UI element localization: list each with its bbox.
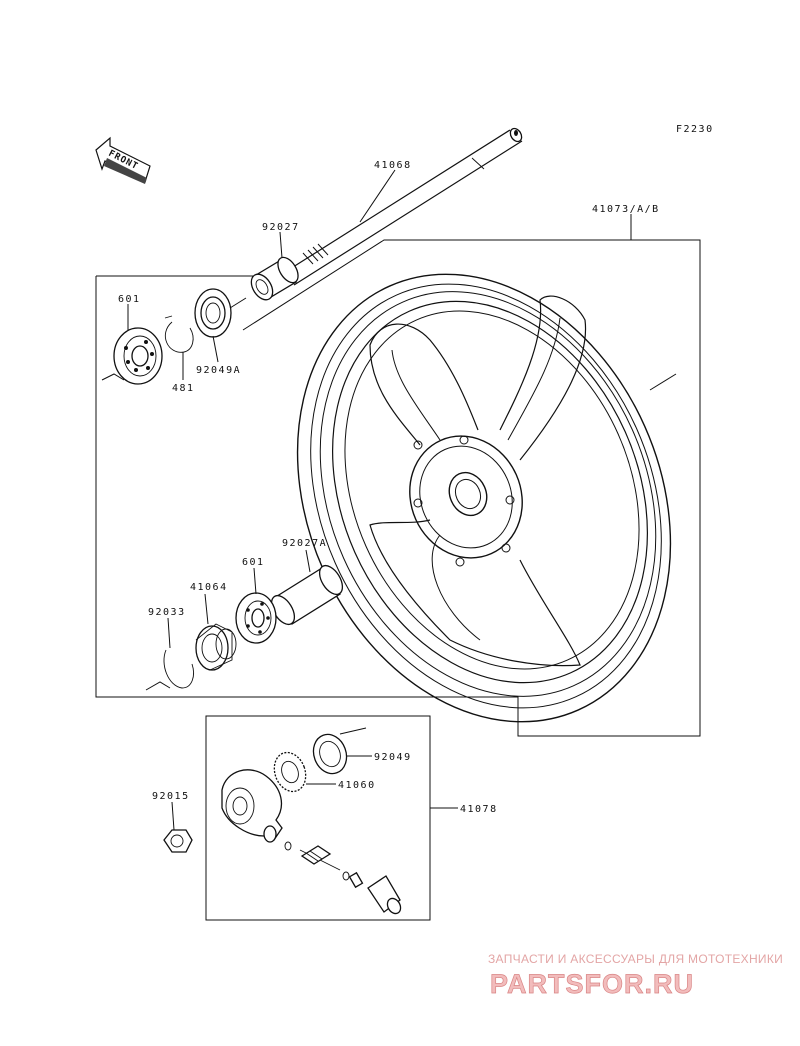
speedo-group-frame [205, 715, 431, 921]
nut-leader [171, 801, 175, 831]
collar-top-leader [279, 231, 283, 259]
seal-top [194, 288, 232, 338]
bearing-top [113, 327, 163, 385]
bearing-top-guide [101, 373, 125, 381]
collar-bottom-leader [305, 549, 311, 573]
wheel-group-frame [95, 239, 701, 737]
callout-wheel: 41073/A/B [592, 204, 660, 215]
diagram-code: F2230 [676, 124, 714, 135]
callout-bearing-top: 601 [118, 294, 141, 305]
seal-top-leader [212, 335, 219, 363]
circlip-top [164, 315, 194, 353]
callout-hub-cover: 41064 [190, 582, 228, 593]
front-arrow-icon: FRONT [95, 136, 151, 184]
bearing-bottom [235, 592, 277, 644]
seal-gear-guide [339, 727, 367, 735]
collar-bottom [270, 564, 344, 626]
axle [281, 127, 523, 286]
bearing-bottom-leader [253, 567, 257, 595]
callout-circlip: 481 [172, 383, 195, 394]
seal-gear [312, 733, 348, 775]
watermark-tagline: ЗАПЧАСТИ И АКСЕССУАРЫ ДЛЯ МОТОТЕХНИКИ [488, 952, 783, 966]
callout-collar-bottom: 92027A [282, 538, 327, 549]
gear [273, 751, 307, 793]
hub-cover-leader [204, 593, 209, 625]
wheel [296, 273, 672, 723]
circlip-bottom [163, 649, 194, 689]
collar-top [250, 256, 299, 301]
callout-axle: 41068 [374, 160, 412, 171]
callout-seal-top: 92049A [196, 365, 241, 376]
callout-collar-top: 92027 [262, 222, 300, 233]
speedo-housing [221, 769, 283, 843]
watermark-logo: PARTSFOR.RU [490, 969, 694, 999]
callout-speedo-assy: 41078 [460, 804, 498, 815]
callout-gear: 41060 [338, 780, 376, 791]
callout-seal-gear: 92049 [374, 752, 412, 763]
pinion-shaft [284, 841, 402, 915]
wheel-guide [649, 373, 677, 391]
nut [163, 829, 193, 853]
seal-top-guide [229, 297, 247, 309]
callout-bearing-bottom: 601 [242, 557, 265, 568]
axle-leader [359, 169, 396, 223]
circlip-bottom-leader [167, 617, 171, 649]
hub-cover [195, 623, 237, 671]
circlip-bottom-guide [145, 681, 171, 691]
callout-circlip-bottom: 92033 [148, 607, 186, 618]
callout-nut: 92015 [152, 791, 190, 802]
